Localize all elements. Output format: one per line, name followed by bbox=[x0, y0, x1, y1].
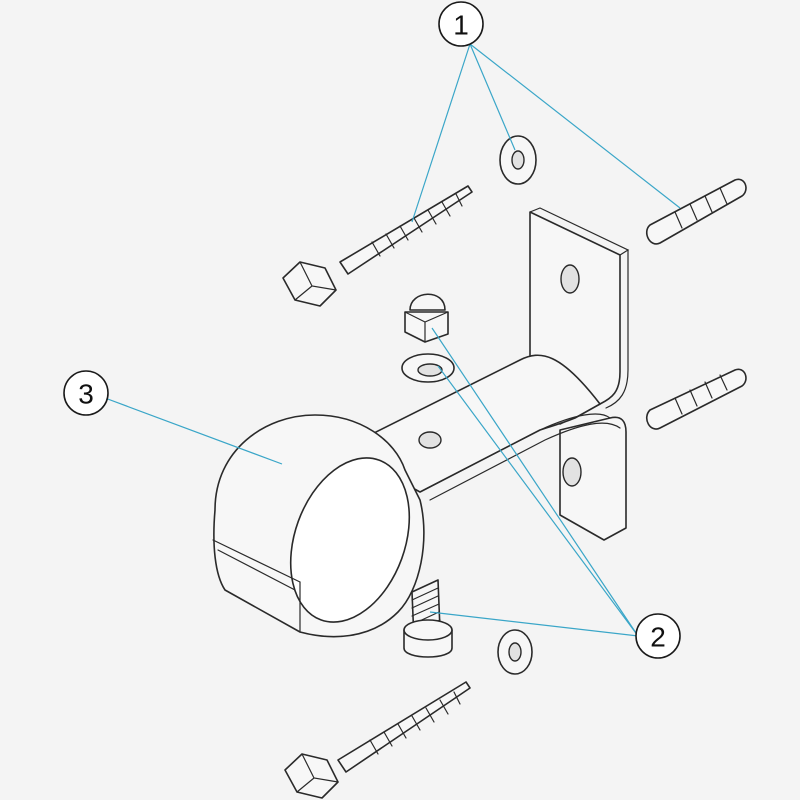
callout-2-label: 2 bbox=[650, 622, 666, 653]
mounting-bracket bbox=[212, 207, 630, 638]
callout-3: 3 bbox=[63, 370, 109, 416]
lag-screw-bottom bbox=[284, 681, 471, 799]
leader-1-screw bbox=[411, 43, 471, 223]
washer-top bbox=[499, 135, 537, 185]
leader-3-clamp bbox=[104, 397, 283, 465]
leader-1-washer bbox=[469, 43, 516, 151]
leader-1-plug bbox=[469, 43, 681, 209]
wall-plug-bottom bbox=[645, 368, 747, 430]
bracket-upper-hole bbox=[560, 264, 580, 294]
leader-2-screw bbox=[429, 611, 639, 637]
leader-2-nut bbox=[431, 327, 639, 637]
acorn-nut bbox=[404, 293, 449, 343]
wall-plug-top bbox=[645, 178, 747, 245]
lock-washer bbox=[401, 353, 455, 383]
callout-1-label: 1 bbox=[453, 10, 469, 41]
callout-2: 2 bbox=[635, 613, 681, 659]
machine-screw bbox=[403, 579, 453, 658]
callout-1: 1 bbox=[438, 1, 484, 47]
washer-bottom bbox=[497, 629, 533, 675]
lag-screw-top bbox=[282, 185, 473, 307]
bracket-arm-hole bbox=[418, 431, 442, 449]
leader-lines bbox=[104, 43, 681, 637]
bracket-lower-hole bbox=[562, 457, 582, 487]
leader-2-lockwasher bbox=[437, 365, 639, 637]
callout-3-label: 3 bbox=[78, 379, 94, 410]
